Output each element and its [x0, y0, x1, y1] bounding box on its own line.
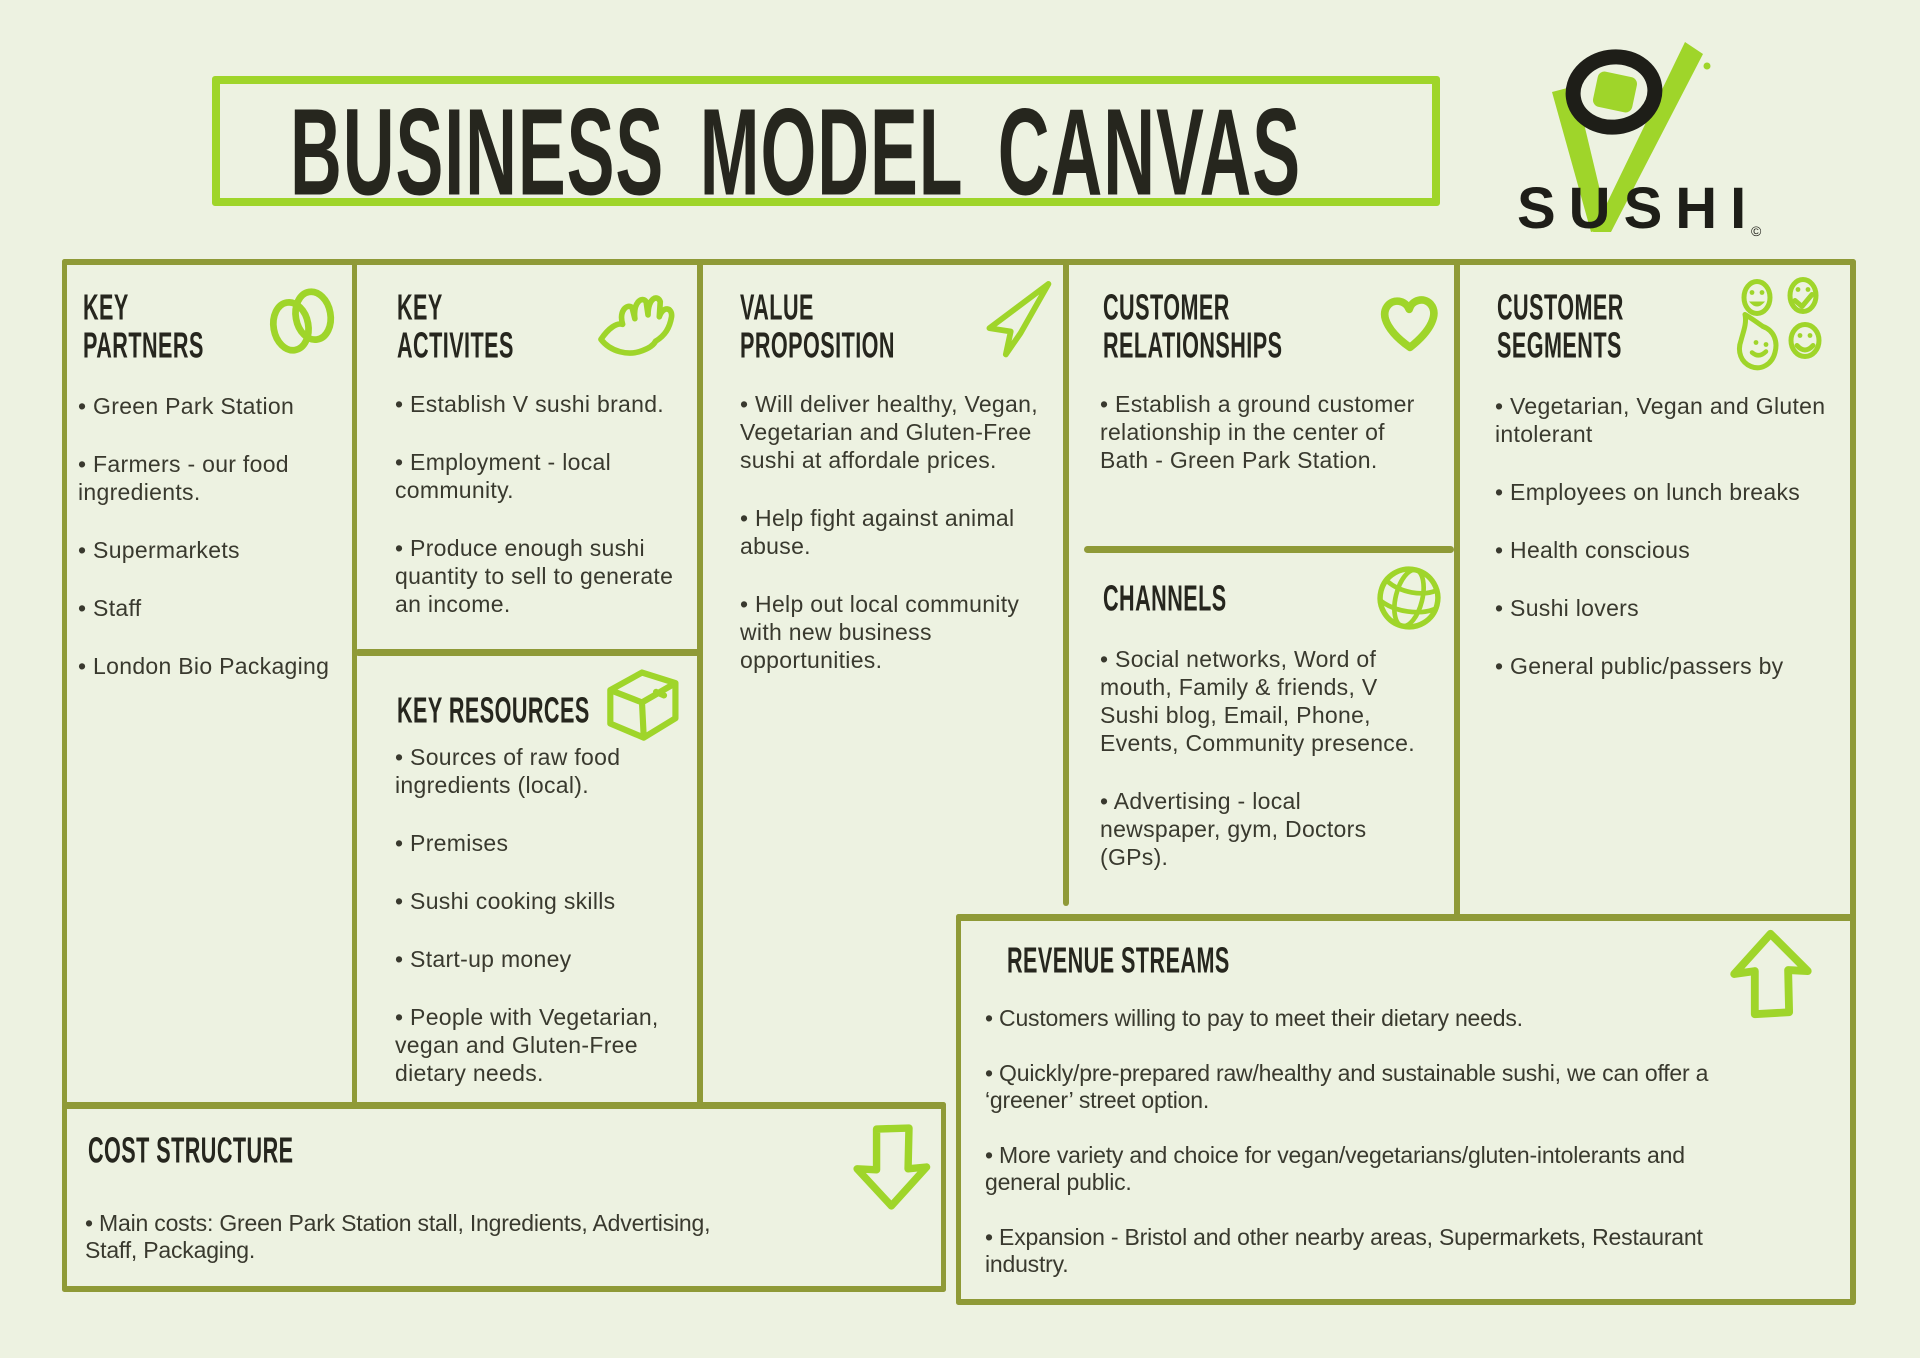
revenue-border-bottom	[956, 1299, 1856, 1305]
list-item: Health conscious	[1495, 536, 1837, 564]
cost-border-bottom	[62, 1286, 946, 1292]
box-icon	[607, 669, 679, 741]
list-item: Produce enough sushi quantity to sell to…	[395, 534, 703, 618]
key-activities-list: Establish V sushi brand. Employment - lo…	[395, 390, 703, 648]
list-item: More variety and choice for vegan/vegeta…	[985, 1142, 1725, 1196]
up-arrow-icon	[1730, 929, 1812, 1019]
grid-border-left	[62, 259, 67, 1292]
list-item: Sushi cooking skills	[395, 887, 697, 915]
cost-border-right	[941, 1102, 946, 1292]
grid-border-top	[62, 259, 1856, 265]
rings-icon	[269, 288, 335, 354]
list-item: Customers willing to pay to meet their d…	[985, 1005, 1725, 1032]
channels-title: CHANNELS	[1103, 578, 1227, 620]
logo-rice-square	[1592, 71, 1638, 113]
list-item: Vegetarian, Vegan and Gluten intolerant	[1495, 392, 1837, 448]
list-item: Social networks, Word of mouth, Family &…	[1100, 645, 1424, 757]
list-item: Establish a ground customer relationship…	[1100, 390, 1424, 474]
list-item: Help fight against animal abuse.	[740, 504, 1054, 560]
down-arrow-icon	[853, 1124, 931, 1210]
divider-relationships-segments	[1454, 261, 1460, 921]
logo-nori-ring	[1565, 49, 1663, 135]
list-item: Sources of raw food ingredients (local).	[395, 743, 697, 799]
key-partners-list: Green Park Station Farmers - our food in…	[78, 392, 336, 710]
title-banner	[212, 76, 1440, 206]
customer-segments-title: CUSTOMER SEGMENTS	[1497, 287, 1624, 367]
customer-relationships-title: CUSTOMER RELATIONSHIPS	[1103, 287, 1283, 367]
revenue-border-top	[956, 914, 1854, 921]
logo-v-left-stroke	[1552, 86, 1609, 232]
value-proposition-list: Will deliver healthy, Vegan, Vegetarian …	[740, 390, 1054, 704]
list-item: Supermarkets	[78, 536, 336, 564]
heart-icon	[1380, 296, 1438, 352]
divider-activities-value	[697, 261, 703, 1109]
divider-value-relationships	[1063, 261, 1069, 906]
key-resources-title: KEY RESOURCES	[397, 690, 590, 732]
logo-brand-text: SUSHI	[1517, 176, 1759, 241]
logo-v-right-stroke	[1593, 42, 1703, 232]
list-item: Establish V sushi brand.	[395, 390, 703, 418]
list-item: Expansion - Bristol and other nearby are…	[985, 1224, 1725, 1278]
divider-partners-activities	[352, 261, 357, 1109]
page-title: BUSINESS MODEL CANVAS	[290, 82, 1302, 222]
list-item: Start-up money	[395, 945, 697, 973]
list-item: Farmers - our food ingredients.	[78, 450, 336, 506]
divider-relationships-channels	[1084, 546, 1454, 553]
customer-relationships-list: Establish a ground customer relationship…	[1100, 390, 1424, 504]
list-item: General public/passers by	[1495, 652, 1837, 680]
revenue-streams-title: REVENUE STREAMS	[1007, 940, 1230, 982]
list-item: Employees on lunch breaks	[1495, 478, 1837, 506]
key-partners-title: KEY PARTNERS	[83, 287, 204, 367]
list-item: London Bio Packaging	[78, 652, 336, 680]
list-item: Help out local community with new busine…	[740, 590, 1054, 674]
list-item: People with Vegetarian, vegan and Gluten…	[395, 1003, 697, 1087]
cost-structure-list: Main costs: Green Park Station stall, In…	[85, 1210, 745, 1292]
divider-activities-resources	[355, 649, 701, 656]
list-item: Staff	[78, 594, 336, 622]
list-item: Employment - local community.	[395, 448, 703, 504]
cost-border-top	[62, 1102, 946, 1109]
revenue-border-left	[956, 914, 961, 1305]
list-item: Sushi lovers	[1495, 594, 1837, 622]
list-item: Premises	[395, 829, 697, 857]
channels-list: Social networks, Word of mouth, Family &…	[1100, 645, 1424, 901]
revenue-streams-list: Customers willing to pay to meet their d…	[985, 1005, 1725, 1306]
hand-icon	[598, 295, 675, 356]
list-item: Main costs: Green Park Station stall, In…	[85, 1210, 745, 1264]
list-item: Will deliver healthy, Vegan, Vegetarian …	[740, 390, 1054, 474]
customer-segments-list: Vegetarian, Vegan and Gluten intolerant …	[1495, 392, 1837, 710]
globe-icon	[1377, 566, 1441, 630]
logo-registered-mark: ©	[1751, 223, 1762, 239]
cost-structure-title: COST STRUCTURE	[88, 1130, 294, 1172]
value-proposition-title: VALUE PROPOSITION	[740, 287, 895, 367]
key-resources-list: Sources of raw food ingredients (local).…	[395, 743, 697, 1117]
grid-border-right	[1850, 259, 1856, 1305]
list-item: Advertising - local newspaper, gym, Doct…	[1100, 787, 1424, 871]
key-activities-title: KEY ACTIVITES	[397, 287, 514, 367]
paper-plane-icon	[986, 281, 1052, 358]
faces-icon	[1736, 277, 1822, 371]
v-sushi-logo: SUSHI ©	[1517, 42, 1762, 241]
list-item: Green Park Station	[78, 392, 336, 420]
list-item: Quickly/pre-prepared raw/healthy and sus…	[985, 1060, 1725, 1114]
